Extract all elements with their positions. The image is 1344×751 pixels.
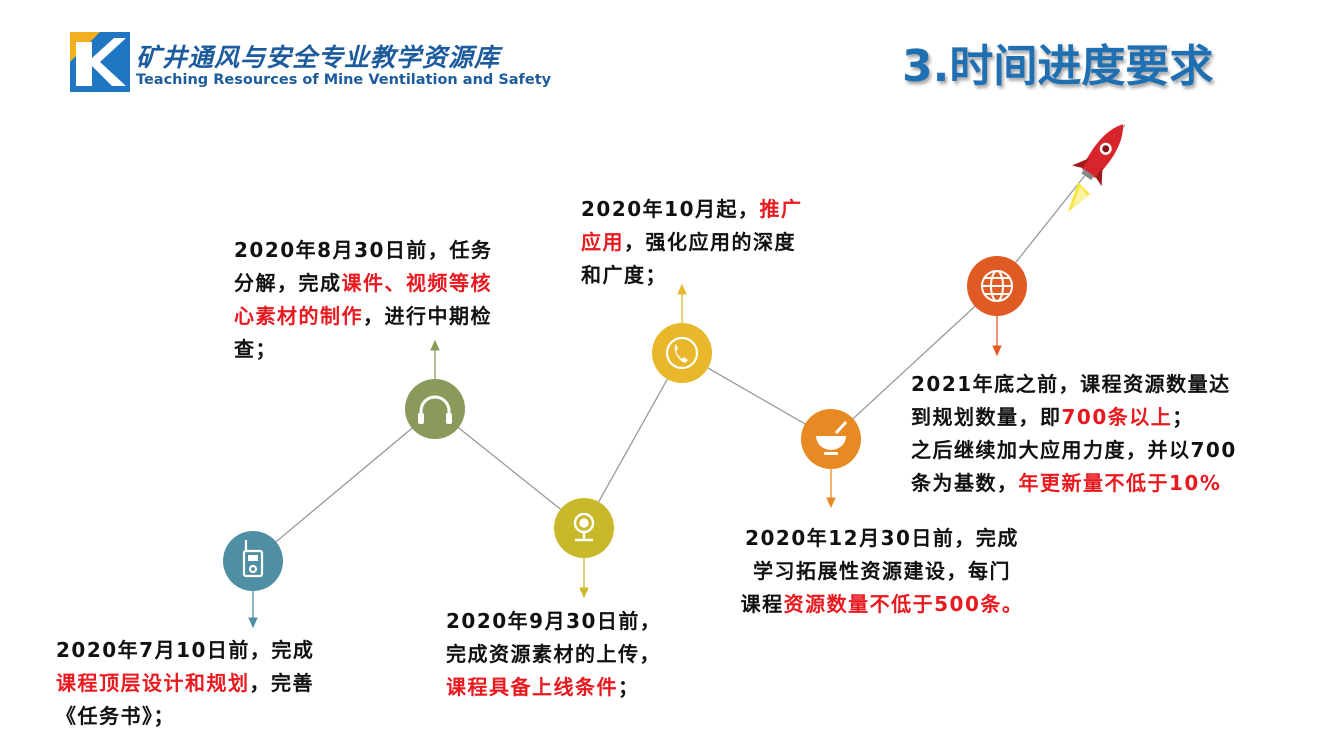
milestone-5 bbox=[801, 409, 861, 469]
page-title: 3.时间进度要求 bbox=[902, 41, 1214, 92]
note-text: 2020年9月30日前， bbox=[446, 609, 662, 633]
note-text: ； bbox=[618, 675, 640, 699]
bowl-icon bbox=[816, 420, 848, 455]
highlight-text: 资源数量不低于500条。 bbox=[783, 592, 1024, 616]
timeline-arrow bbox=[579, 558, 589, 599]
walkie-talkie-icon bbox=[242, 540, 264, 578]
note-text: 到规划数量，即 bbox=[911, 405, 1062, 429]
headphones-icon bbox=[418, 395, 452, 424]
webcam-icon bbox=[573, 512, 595, 542]
note-text: 2020年12月30日前，完成 bbox=[745, 526, 1019, 550]
milestone-3-note: 2020年9月30日前， 完成资源素材的上传， 课程具备上线条件； bbox=[446, 605, 716, 704]
note-line: 学习拓展性资源建设，每门 bbox=[722, 555, 1042, 588]
milestone-2-note: 2020年8月30日前，任务分解，完成课件、视频等核心素材的制作，进行中期检查； bbox=[234, 234, 554, 366]
milestone-3 bbox=[554, 498, 614, 558]
note-line: 分解，完成课件、视频等核 bbox=[234, 267, 554, 300]
note-text: ，完善 bbox=[249, 671, 314, 695]
note-text: 分解，完成 bbox=[234, 271, 342, 295]
timeline-arrow bbox=[248, 591, 258, 629]
globe-icon bbox=[981, 270, 1013, 302]
milestone-5-note: 2020年12月30日前，完成学习拓展性资源建设，每门课程资源数量不低于500条… bbox=[722, 522, 1042, 621]
phone-icon bbox=[665, 336, 699, 370]
note-line: 课程顶层设计和规划，完善 bbox=[56, 667, 386, 700]
milestone-2 bbox=[405, 379, 465, 439]
timeline-arrow bbox=[826, 469, 836, 509]
logo-title-cn: 矿井通风与安全专业教学资源库 bbox=[136, 43, 501, 72]
highlight-text: 应用 bbox=[581, 230, 624, 254]
note-text: 完成资源素材的上传， bbox=[446, 642, 661, 666]
note-line: 到规划数量，即700条以上； bbox=[911, 401, 1336, 434]
highlight-text: 心素材的制作 bbox=[234, 304, 363, 328]
highlight-text: 课件、视频等核 bbox=[341, 271, 492, 295]
highlight-text: 年更新量不低于10% bbox=[1018, 471, 1222, 495]
milestone-6-note: 2021年底之前，课程资源数量达到规划数量，即700条以上；之后继续加大应用力度… bbox=[911, 368, 1336, 500]
logo-title-en: Teaching Resources of Mine Ventilation a… bbox=[136, 72, 552, 88]
note-line: 2020年8月30日前，任务 bbox=[234, 234, 554, 267]
rocket-icon bbox=[1068, 124, 1123, 212]
note-line: 应用，强化应用的深度 bbox=[581, 226, 871, 259]
note-text: 和广度； bbox=[581, 263, 667, 287]
note-text: 2020年10月起， bbox=[581, 197, 760, 221]
highlight-text: 课程具备上线条件 bbox=[446, 675, 618, 699]
note-text: 学习拓展性资源建设，每门 bbox=[753, 559, 1011, 583]
note-text: 课程 bbox=[740, 592, 784, 616]
timeline-arrow bbox=[992, 316, 1002, 357]
note-line: 完成资源素材的上传， bbox=[446, 638, 716, 671]
note-line: 查； bbox=[234, 333, 554, 366]
milestone-1-note: 2020年7月10日前，完成课程顶层设计和规划，完善《任务书》； bbox=[56, 634, 386, 733]
note-line: 和广度； bbox=[581, 259, 871, 292]
milestone-6 bbox=[967, 256, 1027, 316]
note-line: 2020年12月30日前，完成 bbox=[722, 522, 1042, 555]
note-text: ，进行中期检 bbox=[363, 304, 492, 328]
timeline-arrow bbox=[677, 283, 687, 323]
note-text: 2020年7月10日前，完成 bbox=[56, 638, 315, 662]
note-line: 《任务书》； bbox=[56, 700, 386, 733]
note-line: 心素材的制作，进行中期检 bbox=[234, 300, 554, 333]
note-line: 2020年10月起，推广 bbox=[581, 193, 871, 226]
milestone-1 bbox=[223, 531, 283, 591]
note-line: 课程资源数量不低于500条。 bbox=[722, 588, 1042, 621]
note-text: ； bbox=[1172, 405, 1194, 429]
note-text: 《任务书》； bbox=[56, 704, 175, 728]
note-text: 2020年8月30日前，任务 bbox=[234, 238, 493, 262]
highlight-text: 课程顶层设计和规划 bbox=[56, 671, 250, 695]
note-line: 2020年9月30日前， bbox=[446, 605, 716, 638]
note-line: 课程具备上线条件； bbox=[446, 671, 716, 704]
note-line: 之后继续加大应用力度，并以700 bbox=[911, 434, 1336, 467]
note-line: 2021年底之前，课程资源数量达 bbox=[911, 368, 1336, 401]
note-text: ，强化应用的深度 bbox=[624, 230, 796, 254]
milestone-4-note: 2020年10月起，推广应用，强化应用的深度和广度； bbox=[581, 193, 871, 292]
highlight-text: 推广 bbox=[759, 197, 803, 221]
note-line: 条为基数，年更新量不低于10% bbox=[911, 467, 1336, 500]
milestone-4 bbox=[652, 323, 712, 383]
note-text: 之后继续加大应用力度，并以700 bbox=[911, 438, 1237, 462]
highlight-text: 700条以上 bbox=[1061, 405, 1173, 429]
note-text: 查； bbox=[234, 337, 277, 361]
note-line: 2020年7月10日前，完成 bbox=[56, 634, 386, 667]
timeline-arrow bbox=[430, 339, 440, 380]
note-text: 条为基数， bbox=[911, 471, 1019, 495]
logo-icon bbox=[70, 32, 130, 92]
note-text: 2021年底之前，课程资源数量达 bbox=[911, 372, 1231, 396]
